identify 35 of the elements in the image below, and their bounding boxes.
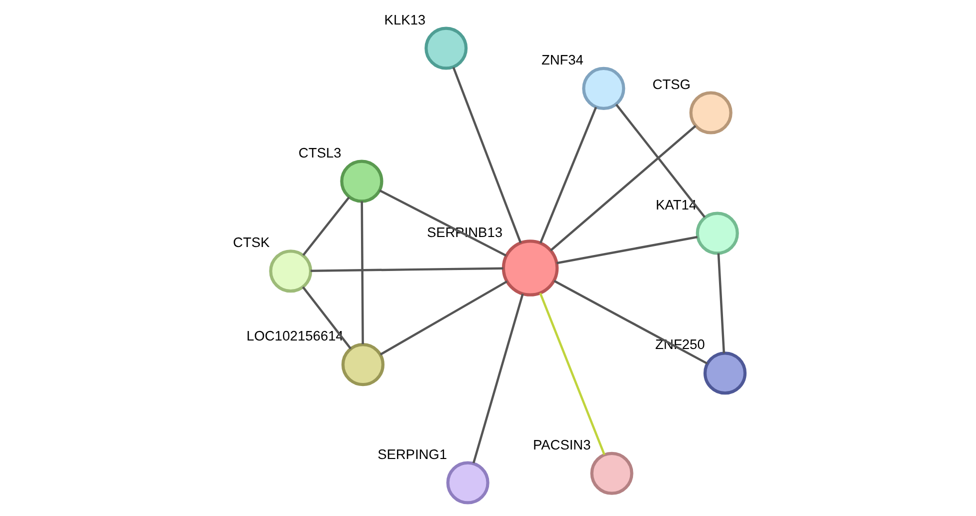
connector (378, 189, 506, 257)
node-circle (590, 452, 633, 495)
connector (538, 292, 605, 456)
connector (716, 253, 725, 354)
node-circle (268, 250, 312, 293)
connector (553, 280, 708, 365)
connector (302, 286, 352, 350)
node-label: CTSK (232, 235, 270, 250)
node-label: KLK13 (384, 12, 425, 28)
connector (379, 280, 508, 356)
node-circle (695, 212, 738, 255)
connector (302, 196, 350, 256)
node-circle (340, 160, 383, 203)
node-circle (424, 26, 468, 70)
node-label: PACSIN3 (532, 437, 590, 452)
node-label: CTSL3 (298, 145, 341, 160)
node-label: CTSG (652, 76, 690, 92)
node-circle (688, 91, 732, 134)
node-circle (703, 352, 746, 395)
connector (310, 267, 503, 272)
node-circle (501, 240, 558, 296)
node-circle (446, 461, 489, 504)
connector (549, 125, 696, 252)
node-label: SERPING1 (377, 446, 446, 462)
connector (452, 67, 522, 244)
node-label: ZNF34 (540, 52, 583, 68)
connector (614, 104, 706, 218)
node-label: KAT14 (655, 197, 696, 212)
connector (538, 106, 597, 244)
connector (472, 294, 524, 464)
node-label: LOC102156614 (246, 328, 343, 344)
node-circle (582, 66, 625, 110)
node-circle (340, 343, 384, 386)
connector (556, 236, 698, 264)
connector (360, 201, 364, 344)
